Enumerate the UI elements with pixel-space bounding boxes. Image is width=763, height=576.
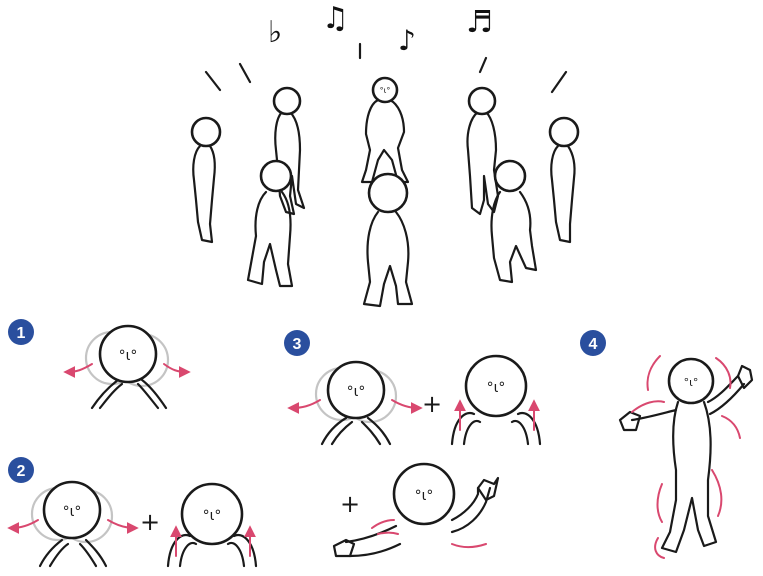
step-2: 2 °ɩ° + °ɩ° <box>8 457 256 566</box>
svg-text:°ɩ°: °ɩ° <box>684 376 699 389</box>
step-4: 4 °ɩ° <box>580 330 752 558</box>
music-note-icon: ♫ <box>322 1 349 36</box>
plus-sign: + <box>140 508 160 536</box>
svg-text:°ɩ°: °ɩ° <box>347 384 366 400</box>
shoulders <box>322 418 390 444</box>
arrow-icon <box>108 520 134 528</box>
dancer-figure <box>192 118 220 242</box>
dancer-figure <box>550 118 578 242</box>
svg-text:°ɩ°: °ɩ° <box>415 488 434 504</box>
music-note-icon: ♬ <box>466 5 493 40</box>
dancer-figure <box>248 161 292 286</box>
arrow-icon <box>292 400 320 408</box>
dancer-figure: °ɩ° <box>362 78 408 182</box>
dancer-figure <box>364 174 412 306</box>
svg-text:°ɩ°: °ɩ° <box>380 86 391 95</box>
svg-text:°ɩ°: °ɩ° <box>63 504 82 520</box>
shoulders <box>92 380 166 408</box>
plus-sign: + <box>340 490 360 518</box>
dancer-figure <box>491 161 536 282</box>
svg-text:°ɩ°: °ɩ° <box>487 380 506 396</box>
dancer-circle: °ɩ° <box>192 78 578 306</box>
dancer-figure <box>274 88 304 214</box>
step-number: 4 <box>589 336 598 353</box>
music-note-icon: ♭ <box>268 15 282 50</box>
svg-text:°ɩ°: °ɩ° <box>119 348 138 364</box>
step-number: 2 <box>17 463 26 480</box>
arrow-icon <box>392 400 418 408</box>
step-3: 3 °ɩ° + °ɩ° + °ɩ° <box>284 330 540 556</box>
step-number: 3 <box>293 336 302 353</box>
plus-sign: + <box>422 390 442 418</box>
step-number: 1 <box>17 325 26 342</box>
dancer-figure <box>467 88 498 214</box>
svg-text:°ɩ°: °ɩ° <box>203 508 222 524</box>
shoulders <box>452 413 540 444</box>
step-1: 1 °ɩ° <box>8 319 186 408</box>
music-note-icon: ♪ <box>398 24 416 57</box>
shoulders <box>40 540 106 566</box>
